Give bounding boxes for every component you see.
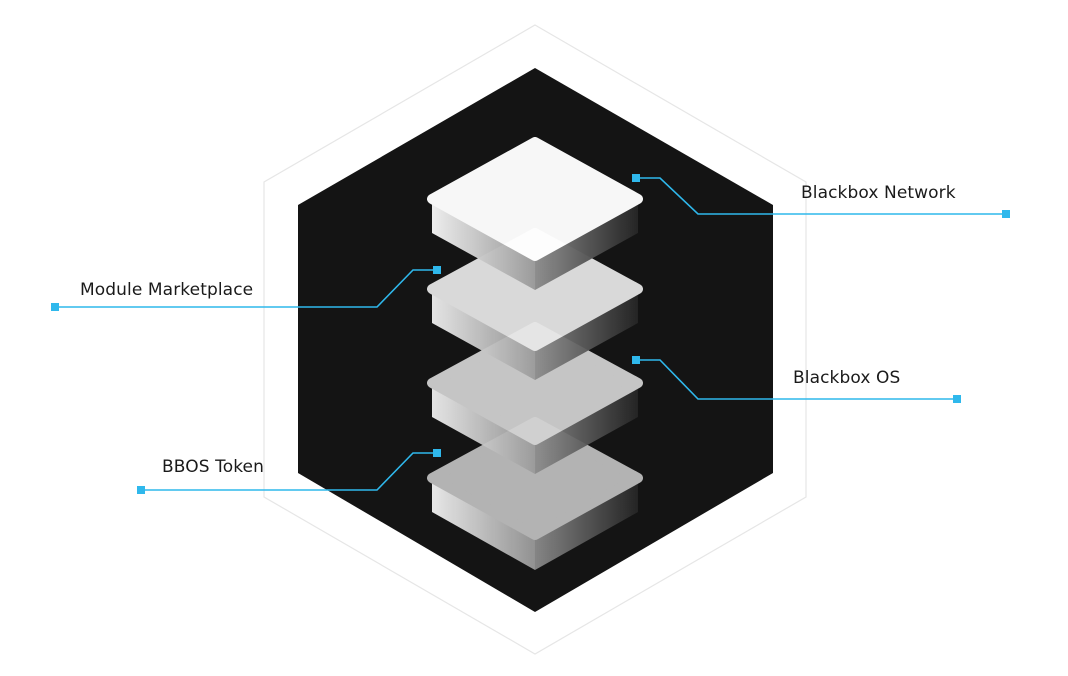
layer-blackbox-network (427, 137, 643, 290)
layer-stack (427, 137, 643, 570)
connector-lines (55, 177, 1006, 491)
connector-bbos-token (141, 452, 437, 491)
connector-blackbox-network (636, 177, 1006, 215)
layer-top-bbos-token (427, 417, 643, 540)
endpoint-marketplace-inner (433, 266, 441, 274)
endpoint-marketplace-outer (51, 303, 59, 311)
layer-bbos-token (427, 417, 643, 570)
label-blackbox-network: Blackbox Network (801, 183, 956, 203)
layer-top-blackbox-network (427, 137, 643, 261)
connector-module-marketplace (55, 269, 437, 308)
endpoint-network-outer (1002, 210, 1010, 218)
label-blackbox-os: Blackbox OS (793, 368, 901, 388)
endpoint-token-inner (433, 449, 441, 457)
outer-hexagon-outline (263, 24, 807, 655)
layer-top-blackbox-os (427, 322, 643, 445)
connector-blackbox-os (636, 359, 957, 400)
endpoint-os-outer (953, 395, 961, 403)
endpoint-token-outer (137, 486, 145, 494)
connector-endpoints (51, 174, 1010, 494)
layer-blackbox-os (427, 322, 643, 474)
label-bbos-token: BBOS Token (162, 457, 264, 477)
label-module-marketplace: Module Marketplace (80, 280, 254, 300)
endpoint-network-inner (632, 174, 640, 182)
endpoint-os-inner (632, 356, 640, 364)
